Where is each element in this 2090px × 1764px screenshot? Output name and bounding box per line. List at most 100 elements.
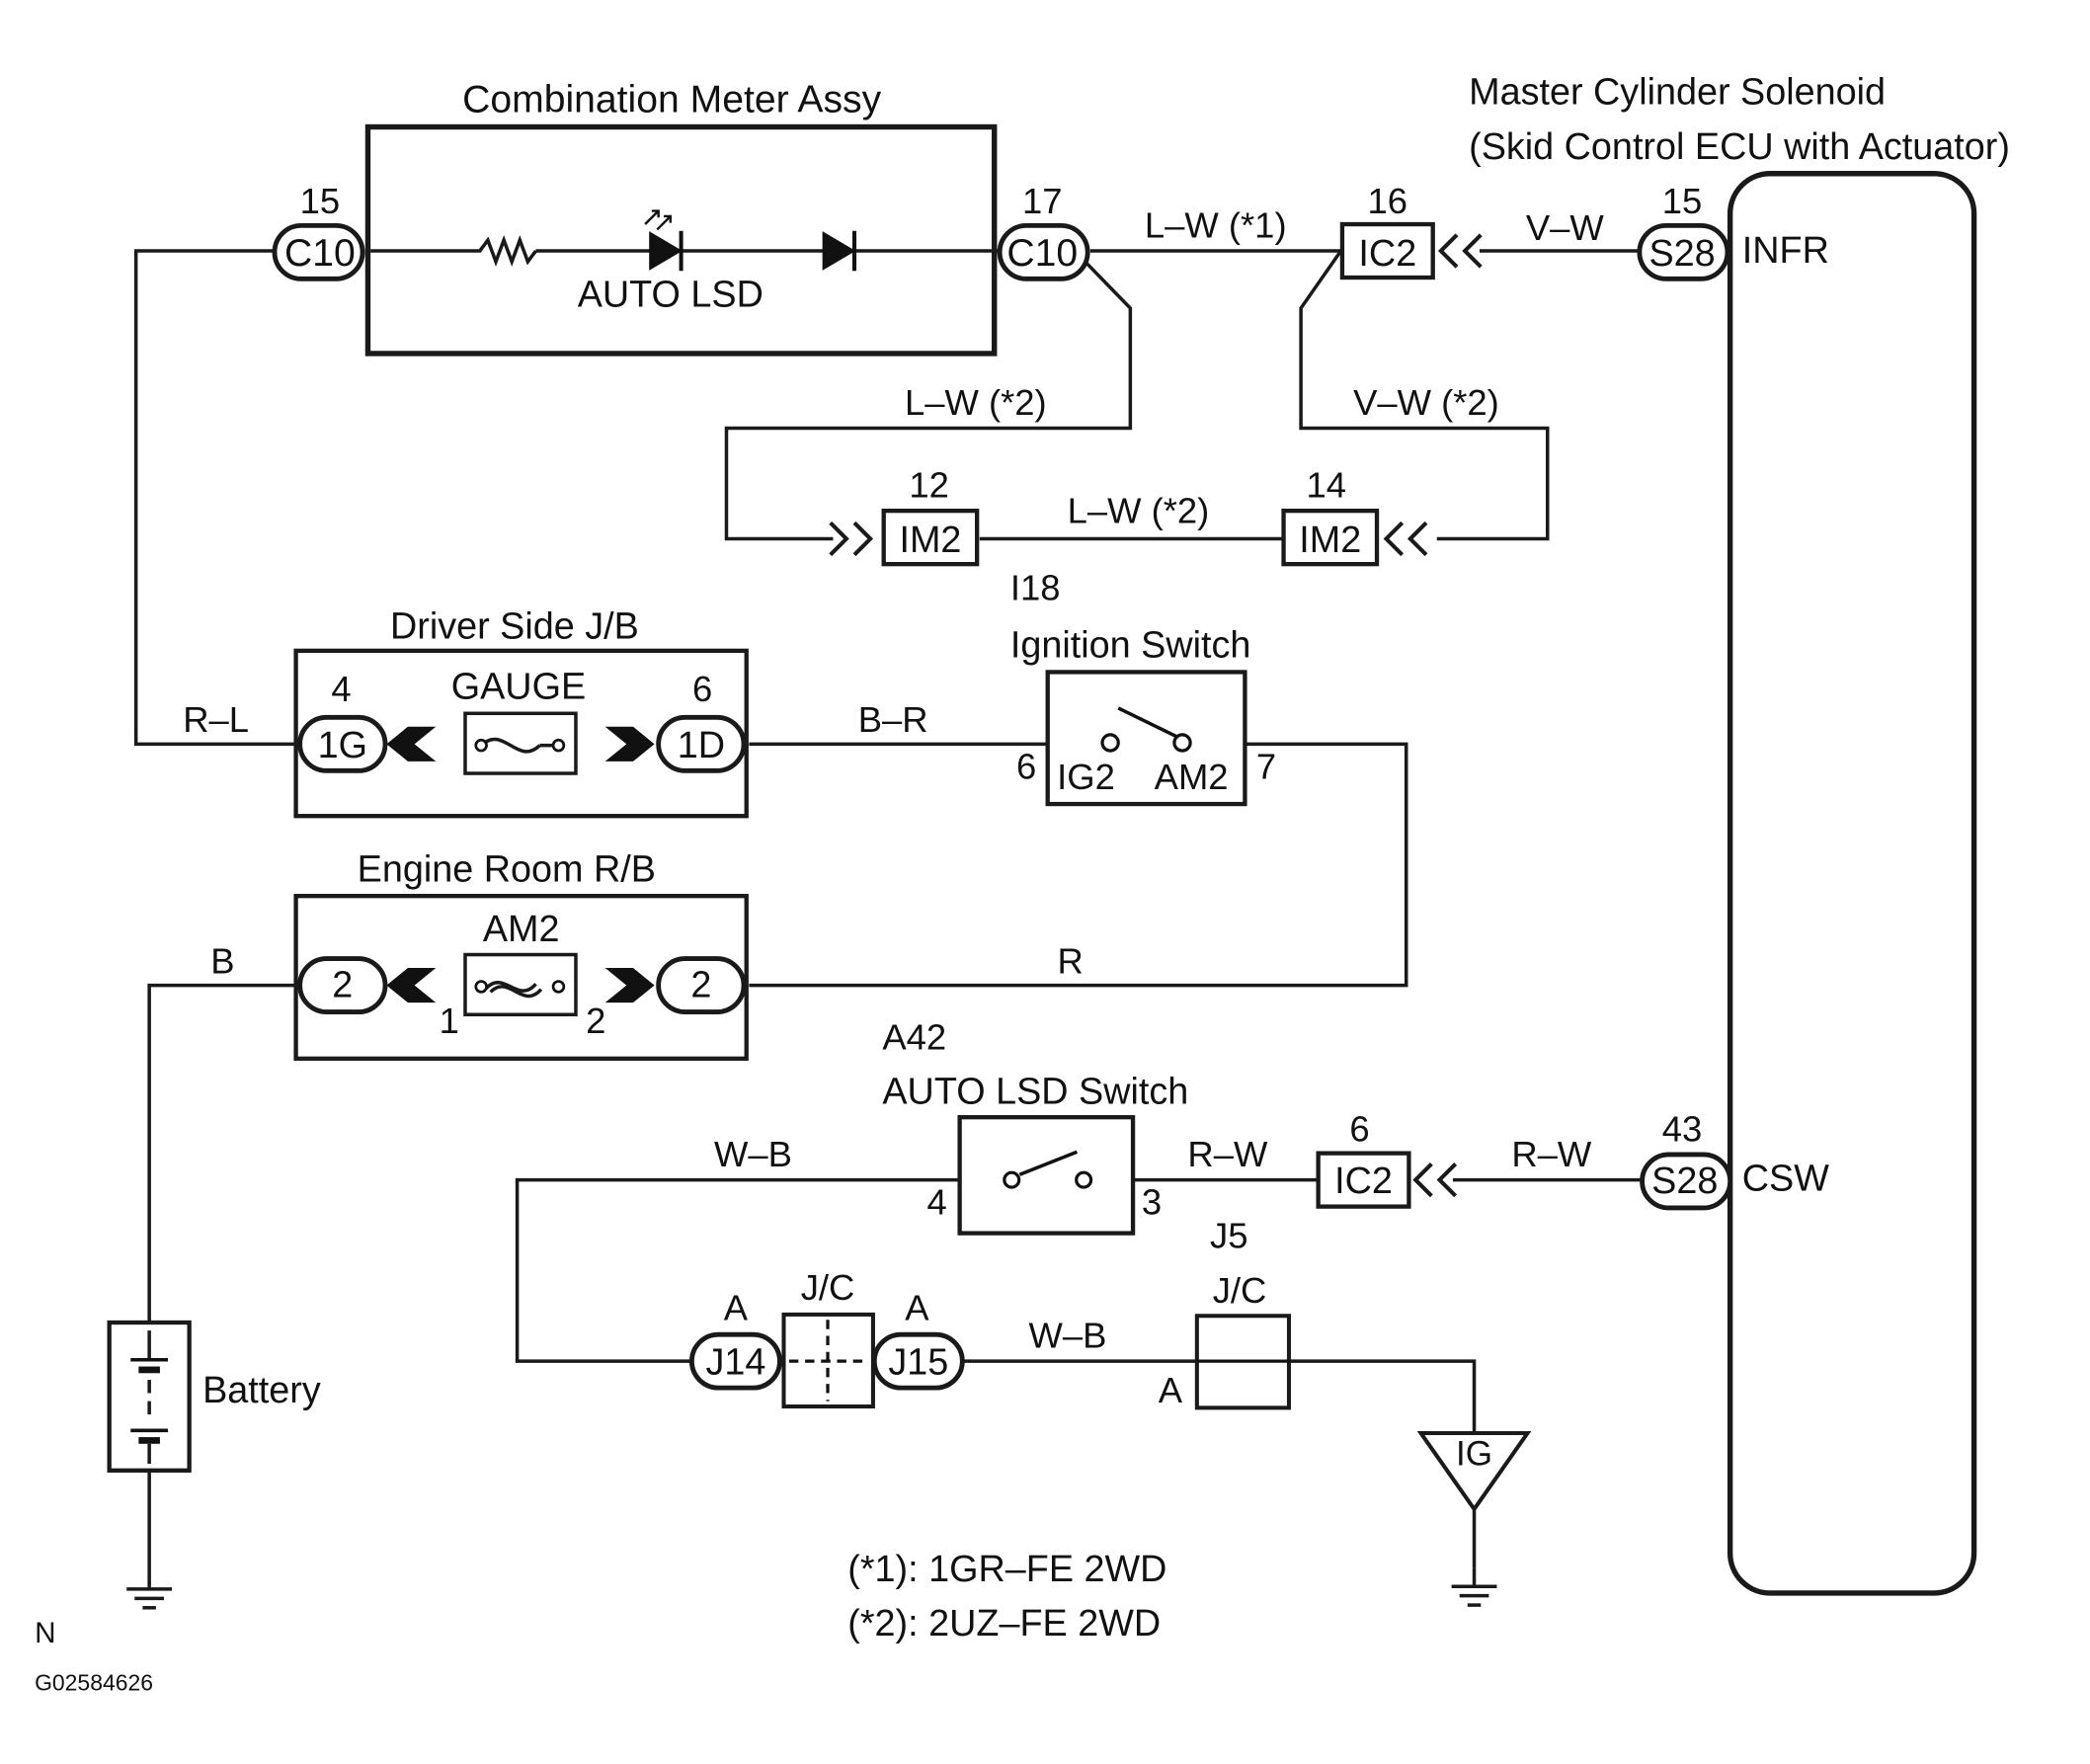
terminal-infr: INFR [1742,230,1829,272]
auto-lsd-switch-code: A42 [882,1016,946,1057]
ignition-switch-box [1045,670,1247,807]
am2-fusible-link-icon [463,952,578,1017]
ignition-pin-left: 6 [1016,746,1036,786]
wire-v-w-2 [1299,250,1550,541]
jb-right-arrow [604,726,655,762]
master-cylinder-subtitle: (Skid Control ECU with Actuator) [1469,126,2010,168]
connector-label: 2 [332,965,353,1006]
connector-pin: 2 [586,1001,605,1041]
connector-c10-right: 17 C10 [997,181,1090,281]
junction-j5-code: J5 [1210,1215,1247,1255]
battery-icon [107,1320,192,1473]
master-cylinder-solenoid: Master Cylinder Solenoid (Skid Control E… [1469,72,2010,1596]
connector-pin: 43 [1662,1108,1703,1149]
connector-label: 1D [678,725,725,766]
junction-j5-label: J/C [1213,1270,1267,1311]
note-1: (*1): 1GR–FE 2WD [847,1549,1166,1590]
battery: Battery [107,1320,321,1473]
wires [133,249,1643,1571]
connector-ic2-bottom: 6 IC2 [1316,1108,1458,1209]
connector-label: C10 [284,232,356,275]
gauge-fuse-icon [463,711,578,775]
connector-label: IC2 [1334,1161,1393,1202]
wire-label-v-w-2: V–W (*2) [1353,382,1499,423]
auto-lsd-switch-box [957,1115,1136,1236]
battery-label: Battery [202,1370,321,1411]
connector-j14: A J14 [688,1287,782,1391]
auto-lsd-lamp-label: AUTO LSD [578,275,764,316]
diode-icon [822,230,857,272]
driver-side-jb: Driver Side J/B GAUGE [293,606,749,819]
combination-meter-box [364,123,998,357]
connector-pin: 14 [1306,465,1346,506]
ignition-switch: I18 Ignition Switch IG2 AM2 6 7 [1010,568,1276,807]
junction-jc-label: J/C [801,1267,855,1308]
rb-right-arrow [604,968,655,1003]
connector-pin: 4 [331,669,351,709]
note-2: (*2): 2UZ–FE 2WD [847,1603,1161,1644]
figure-code: G02584626 [35,1669,153,1695]
connector-label: S28 [1651,1161,1718,1202]
connector-1g: 4 1G [297,669,388,773]
connector-pin: 6 [692,669,712,709]
switch-pin-left: 4 [927,1182,947,1223]
connector-im2-left: 12 IM2 [829,465,980,567]
connector-label: 1G [318,725,367,766]
wire-label-l-w-1: L–W (*1) [1145,205,1287,246]
ignition-switch-code: I18 [1010,568,1061,608]
wire-label-b-r: B–R [858,699,928,740]
wire-label-w-b-top: W–B [714,1134,792,1174]
jb-left-arrow [386,726,437,762]
connector-pin: 6 [1349,1108,1369,1149]
connector-label: IC2 [1358,233,1416,275]
connector-label: C10 [1006,232,1078,275]
rb-left-arrow [386,968,437,1003]
wire-label-l-w-2-mid: L–W (*2) [1068,490,1210,530]
connector-label: J14 [705,1342,765,1384]
connector-pin: 17 [1022,181,1063,221]
ignition-terminal-ig2: IG2 [1057,757,1115,797]
connector-label: J15 [888,1342,948,1384]
wire-label-l-w-2-upper: L–W (*2) [905,382,1047,423]
combination-meter-title: Combination Meter Assy [462,79,881,121]
connector-label: IM2 [1299,520,1361,561]
connector-im2-right: 14 IM2 [1281,465,1428,567]
wire-r [749,742,1408,988]
connector-pin: 16 [1368,181,1408,221]
connector-rb-right: 2 2 [586,956,747,1041]
connector-pin: A [724,1287,749,1327]
wire-label-r-w-right: R–W [1511,1134,1592,1174]
connector-pin: 15 [300,181,341,221]
connector-pin: A [905,1287,929,1327]
terminal-csw: CSW [1742,1158,1829,1199]
connector-pin: 15 [1662,181,1703,221]
wire-j5-ground [1290,1359,1477,1434]
connector-rb-left: 2 1 [297,956,459,1041]
junction-jc: J/C [781,1267,875,1409]
led-icon [644,209,683,272]
connector-pin: 1 [440,1001,459,1041]
connector-ic2-top: 16 IC2 [1339,181,1483,281]
ecu-box [1727,171,1977,1596]
connector-j15: A J15 [871,1287,965,1391]
engine-rb-box [293,894,749,1061]
master-cylinder-title: Master Cylinder Solenoid [1469,72,1886,114]
ignition-switch-title: Ignition Switch [1010,625,1251,667]
connector-label: S28 [1648,233,1715,275]
auto-lsd-switch-title: AUTO LSD Switch [882,1072,1188,1113]
combination-meter: Combination Meter Assy AUTO LSD [364,79,998,357]
switch-pin-right: 3 [1142,1182,1162,1223]
wire-r-l [133,249,300,747]
am2-fuse-label: AM2 [483,909,560,950]
connector-label: IM2 [899,520,961,561]
wire-w-b-top [515,1177,960,1363]
junction-j5: J5 J/C A [1159,1215,1291,1410]
wire-l-w-2-upper [724,261,1133,541]
gauge-fuse-label: GAUGE [451,666,586,707]
corner-mark: N [35,1617,55,1649]
driver-jb-box [293,648,749,819]
wire-label-r-w-left: R–W [1187,1134,1268,1174]
ignition-pin-right: 7 [1256,746,1276,786]
connector-s28-bottom: 43 S28 [1640,1108,1733,1211]
